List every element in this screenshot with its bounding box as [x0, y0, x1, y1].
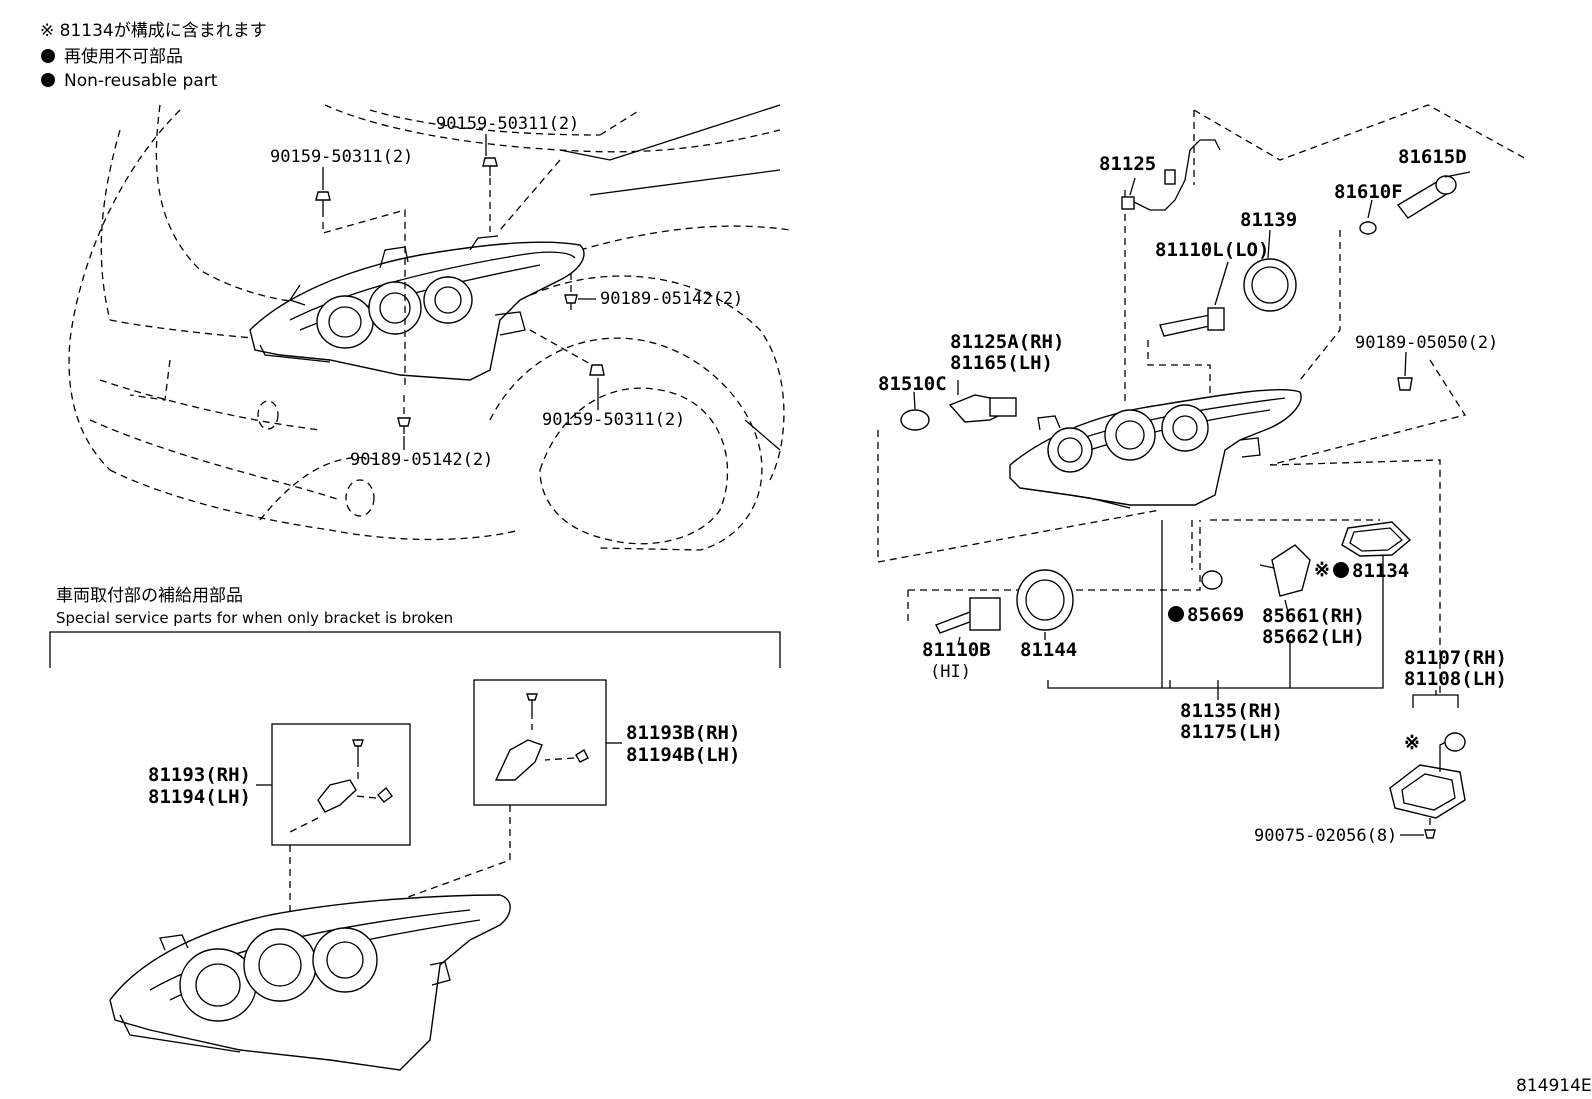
- label-81125: 81125: [1099, 153, 1156, 175]
- label-90189-05142-right: 90189-05142(2): [600, 289, 743, 309]
- screw-icon: [1424, 829, 1436, 839]
- label-81108-lh: 81108(LH): [1404, 668, 1507, 690]
- screw-icon: [575, 748, 589, 763]
- vehicle-front-illustration: [68, 104, 791, 551]
- clip-icon: [397, 417, 411, 427]
- label-81610f: 81610F: [1334, 181, 1403, 203]
- section-bracket-line: [49, 631, 781, 668]
- label-81193-rh: 81193(RH): [148, 764, 251, 786]
- bracket-box-81193: [271, 723, 411, 846]
- small-bulb-icon: [1359, 221, 1377, 235]
- clip-icon: [564, 294, 578, 304]
- headlamp-exploded-center: [1009, 388, 1302, 509]
- bracket-icon: [317, 779, 357, 813]
- screw-icon: [352, 739, 364, 747]
- label-85669: 85669: [1187, 604, 1244, 626]
- label-85661-rh: 85661(RH): [1262, 605, 1365, 627]
- hi-bulb-icon: [935, 611, 977, 634]
- o-ring-icon: [1201, 570, 1223, 590]
- label-90159-50311-top: 90159-50311(2): [436, 114, 579, 134]
- non-reusable-dot-icon: [41, 73, 55, 87]
- label-90189-05142-lower: 90189-05142(2): [350, 450, 493, 470]
- label-81135-rh: 81135(RH): [1180, 700, 1283, 722]
- label-81134-asterisk: ※: [1314, 559, 1330, 581]
- label-81144: 81144: [1020, 639, 1077, 661]
- bracket-icon: [494, 739, 543, 781]
- clip-icon: [1397, 377, 1413, 391]
- screw-icon: [377, 786, 393, 803]
- label-90189-05050: 90189-05050(2): [1355, 333, 1498, 353]
- label-81125a-rh: 81125A(RH): [950, 331, 1064, 353]
- headlamp-installed-left: [249, 235, 585, 381]
- bracket-box-81193b: [473, 679, 607, 806]
- actuator-icon: [1271, 544, 1311, 597]
- label-81194b-lh: 81194B(LH): [626, 744, 740, 766]
- screw-icon: [482, 157, 498, 167]
- label-ballast-asterisk: ※: [1404, 732, 1420, 754]
- label-81193b-rh: 81193B(RH): [626, 722, 740, 744]
- cap-icon: [1016, 569, 1074, 631]
- note-non-reusable-en: Non-reusable part: [64, 71, 218, 91]
- screw-icon: [315, 191, 331, 201]
- label-90159-50311-lower: 90159-50311(2): [542, 410, 685, 430]
- note-included: ※ 81134が構成に含まれます: [40, 21, 267, 41]
- side-bulb-icon: [900, 409, 930, 431]
- label-81510c: 81510C: [878, 373, 947, 395]
- nut-icon: [589, 364, 605, 376]
- label-90075-02056: 90075-02056(8): [1254, 826, 1397, 846]
- label-81110b: 81110B: [922, 639, 991, 661]
- label-81165-lh: 81165(LH): [950, 352, 1053, 374]
- non-reusable-dot-icon: [1168, 606, 1184, 622]
- label-85662-lh: 85662(LH): [1262, 626, 1365, 648]
- exploded-view-frame: [877, 104, 1529, 695]
- label-81110b-hi: (HI): [930, 662, 971, 682]
- label-81107-rh: 81107(RH): [1404, 647, 1507, 669]
- label-81139: 81139: [1240, 209, 1297, 231]
- label-90159-50311-left: 90159-50311(2): [270, 147, 413, 167]
- screw-icon: [526, 693, 538, 701]
- lo-bulb-icon: [1159, 314, 1215, 337]
- left-fasteners: [315, 157, 605, 434]
- section-title-en: Special service parts for when only brac…: [56, 609, 453, 627]
- figure-id: 814914E: [1516, 1076, 1592, 1096]
- label-81175-lh: 81175(LH): [1180, 721, 1283, 743]
- label-81110l-lo: 81110L(LO): [1155, 239, 1269, 261]
- connector-icon: [1121, 196, 1135, 210]
- non-reusable-dot-icon: [41, 49, 55, 63]
- right-parts: [900, 139, 1471, 839]
- note-non-reusable-jp: 再使用不可部品: [64, 46, 183, 67]
- label-81194-lh: 81194(LH): [148, 786, 251, 808]
- connector-icon: [1164, 169, 1176, 185]
- label-81615d: 81615D: [1398, 146, 1467, 168]
- headlamp-bottom: [109, 805, 511, 1071]
- label-81134: 81134: [1352, 560, 1409, 582]
- section-title-jp: 車両取付部の補給用部品: [56, 586, 243, 606]
- non-reusable-dot-icon: [1333, 562, 1349, 578]
